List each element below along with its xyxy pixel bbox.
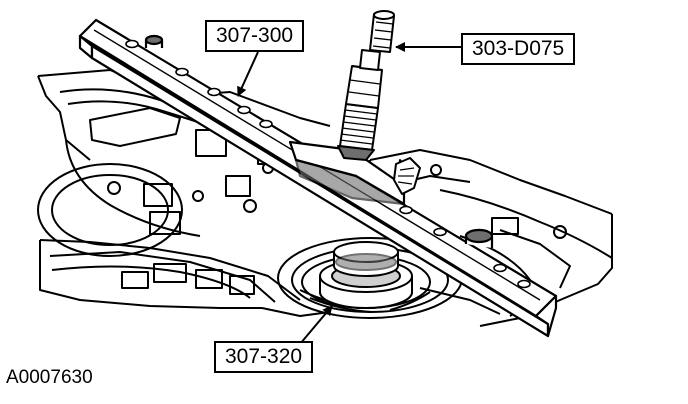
seal-installer-307-320 — [319, 241, 413, 309]
leader-307-320 — [299, 305, 333, 345]
figure-id: A0007630 — [6, 367, 93, 388]
leader-307-300 — [237, 51, 259, 97]
callout-303-d075: 303-D075 — [461, 33, 576, 65]
leader-lines — [237, 42, 463, 345]
installer-bar-307-300 — [78, 18, 558, 338]
callout-307-320: 307-320 — [214, 341, 314, 373]
callout-307-300: 307-300 — [205, 20, 305, 52]
forcing-screw-303-d075 — [337, 10, 421, 195]
